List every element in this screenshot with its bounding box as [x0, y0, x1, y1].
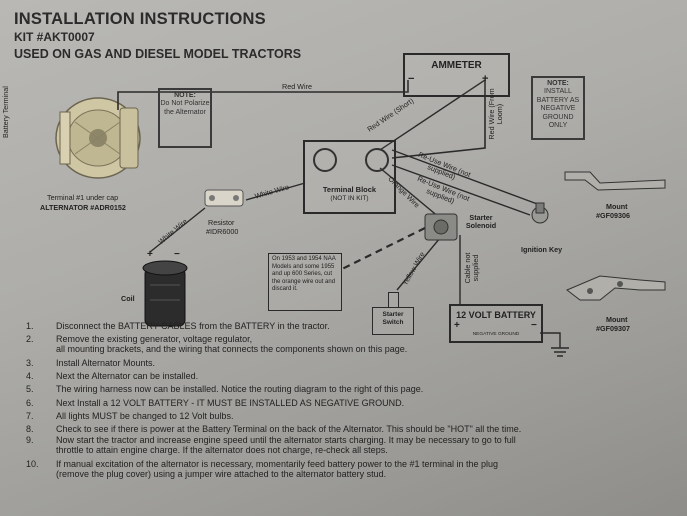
yellow-wire [396, 237, 441, 291]
resistor-label: Resistor [208, 218, 235, 227]
ignition-key-label: Ignition Key [521, 245, 563, 254]
orange-wire [379, 167, 441, 219]
terminal1-label: Terminal #1 under cap [47, 193, 119, 202]
note-polarize: NOTE: Do Not Polarize the Alternator [158, 88, 212, 148]
reuse-wire-1 [391, 149, 541, 206]
mount-bracket-2-icon [566, 275, 666, 301]
coil-label: Coil [121, 294, 135, 303]
mount1-part-label: #GF09306 [596, 211, 630, 220]
used-on-subtitle: USED ON GAS AND DIESEL MODEL TRACTORS [14, 47, 302, 61]
starter-solenoid-icon [424, 213, 458, 241]
battery-terminal-label: Battery Terminal [1, 86, 10, 138]
orange-wire-cut [339, 227, 426, 271]
alternator-label: ALTERNATOR #ADR0152 [40, 203, 126, 212]
step-number: 9. [26, 435, 34, 445]
red-wire [117, 80, 409, 110]
ammeter-minus-label: − [408, 73, 415, 85]
step-number: 7. [26, 411, 34, 421]
step-text: Check to see if there is power at the Ba… [56, 424, 522, 434]
step-text: Remove the existing generator, voltage r… [56, 334, 253, 344]
resistor-part-label: #IDR6000 [206, 227, 239, 236]
starter-solenoid-label: Starter Solenoid [465, 213, 497, 231]
naa-note-text: On 1953 and 1954 NAA Models and some 195… [272, 256, 336, 292]
battery-box: 12 VOLT BATTERY NEGATIVE GROUND + − [449, 304, 543, 343]
step-number: 8. [26, 424, 34, 434]
note-ground: NOTE: INSTALL BATTERY AS NEGATIVE GROUND… [531, 76, 585, 140]
starter-switch-label: Starter Switch [382, 311, 404, 326]
mount1-label: Mount [606, 202, 628, 211]
ammeter-label: AMMETER [431, 60, 482, 71]
step-text: Disconnect the BATTERY CABLES from the B… [56, 321, 330, 331]
ignition-key-icon [531, 202, 549, 224]
step-text: All lights MUST be changed to 12 Volt bu… [56, 411, 234, 421]
terminal-block-box: Terminal Block (NOT IN KIT) [303, 140, 396, 214]
step-text: Next Install a 12 VOLT BATTERY - IT MUST… [56, 398, 405, 408]
terminal-post-2 [365, 148, 389, 172]
starter-switch-box: Starter Switch [372, 307, 414, 335]
step-text: Now start the tractor and increase engin… [56, 435, 516, 445]
step-number: 2. [26, 334, 34, 344]
step-number: 5. [26, 384, 34, 394]
reuse-wire-2 [391, 164, 531, 216]
mount2-label: Mount [606, 315, 628, 324]
red-wire-from-loom [391, 80, 486, 159]
coil-icon [142, 260, 188, 327]
ammeter-plus-label: + [482, 73, 489, 85]
coil-plus-label: + [147, 249, 153, 260]
step-text: (remove the plug cover) using a jumper w… [56, 469, 387, 479]
step-text: Install Alternator Mounts. [56, 358, 156, 368]
note-polarize-heading: NOTE: [174, 92, 196, 99]
step-text: all mounting brackets, and the wiring th… [56, 344, 408, 354]
mount2-part-label: #GF09307 [596, 324, 630, 333]
note-ground-body: INSTALL BATTERY AS NEGATIVE GROUND ONLY [536, 88, 580, 129]
step-text: If manual excitation of the alternator i… [56, 459, 499, 469]
note-polarize-body: Do Not Polarize the Alternator [160, 100, 210, 116]
step-number: 10. [26, 459, 39, 469]
naa-note-box: On 1953 and 1954 NAA Models and some 195… [268, 253, 342, 311]
step-number: 4. [26, 371, 34, 381]
cable-not-supplied-label: Cable not supplied [463, 252, 481, 284]
terminal-post-1 [313, 148, 337, 172]
step-text: Next the Alternator can be installed. [56, 371, 199, 381]
alternator-icon [55, 97, 141, 179]
battery-plus-label: + [454, 320, 460, 331]
step-text: The wiring harness now can be installed.… [56, 384, 424, 394]
resistor-icon [204, 189, 244, 207]
page-title: INSTALLATION INSTRUCTIONS [14, 10, 266, 28]
terminal-block-label: Terminal Block [322, 185, 377, 194]
white-wire-to-coil [149, 207, 206, 253]
ground-wire [540, 332, 561, 348]
coil-minus-label: − [174, 249, 180, 260]
battery-minus-label: − [531, 320, 537, 331]
mount-bracket-1-icon [564, 171, 666, 191]
white-wire-to-block [245, 182, 306, 201]
kit-number: KIT #AKT0007 [14, 30, 95, 44]
battery-sublabel: NEGATIVE GROUND [472, 332, 520, 337]
step-text: throttle to attain engine charge. If the… [56, 445, 388, 455]
ammeter-box: AMMETER − + [403, 53, 510, 97]
terminal-block-sublabel: (NOT IN KIT) [330, 195, 369, 202]
red-wire-label: Red Wire [282, 82, 312, 91]
step-number: 1. [26, 321, 34, 331]
starter-switch-button [388, 292, 399, 308]
step-number: 6. [26, 398, 34, 408]
step-number: 3. [26, 358, 34, 368]
battery-label: 12 VOLT BATTERY [456, 310, 536, 320]
red-wire-long-label: Red Wire (From Loom) [487, 88, 505, 140]
red-wire-short [379, 79, 486, 151]
ground-symbol-icon [551, 347, 569, 357]
note-ground-heading: NOTE: [547, 80, 569, 87]
